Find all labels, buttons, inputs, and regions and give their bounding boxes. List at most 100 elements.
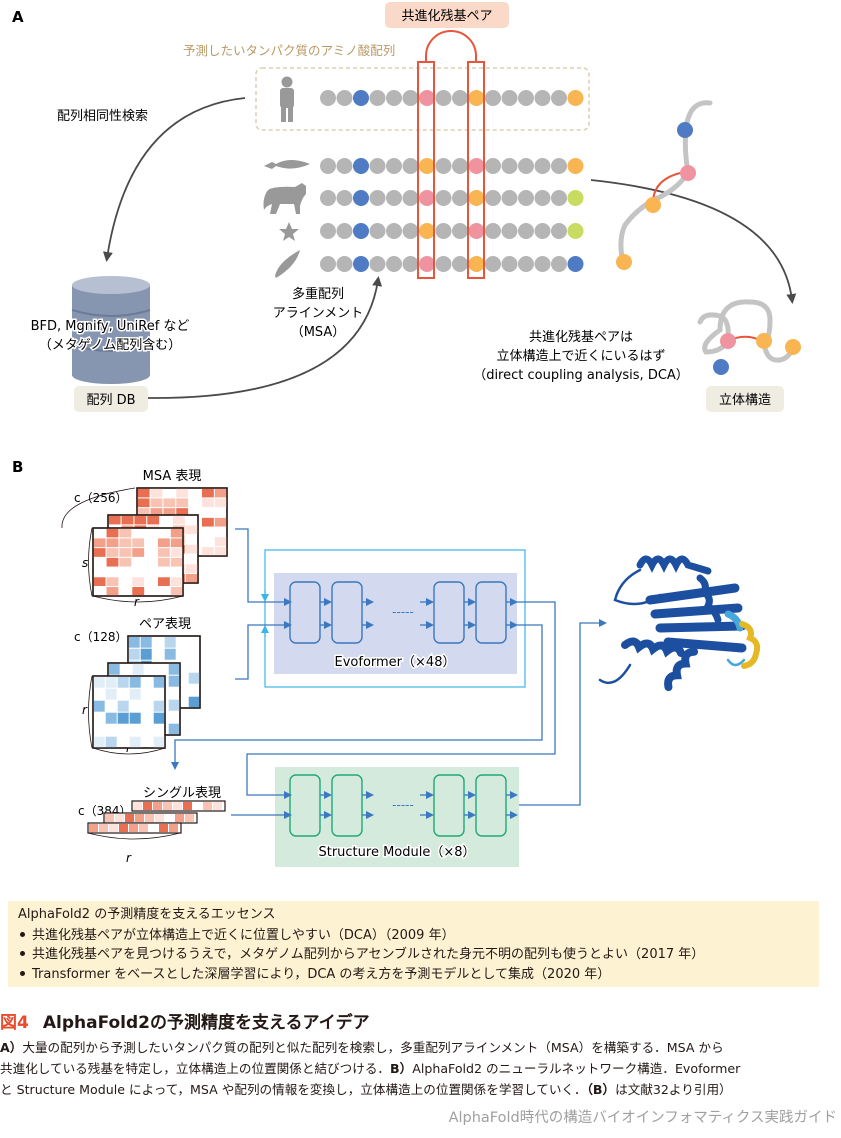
- essence-item-text: 共進化残基ペアを見つけるうえで，メタゲノム配列からアセンブルされた身元不明の配列…: [32, 947, 705, 962]
- matrix-cell: [147, 515, 160, 525]
- residue-starfish: [320, 223, 336, 239]
- matrix-cell: [188, 672, 200, 684]
- homology-search-label: 配列相同性検索: [57, 109, 148, 124]
- matrix-cell: [99, 824, 108, 832]
- residue-human: [419, 90, 435, 106]
- matrix-cell: [134, 515, 147, 525]
- matrix-cell: [139, 824, 148, 832]
- residue-human: [534, 90, 551, 106]
- caption-text: 大量の配列から予測したいタンパク質の配列と似た配列を検索し，多重配列アラインメン…: [22, 1040, 724, 1055]
- matrix-cell: [185, 814, 194, 822]
- matrix-cell: [108, 515, 121, 525]
- matrix-cell: [176, 498, 189, 508]
- matrix-cell: [169, 824, 178, 832]
- residue-leaf: [518, 256, 534, 272]
- matrix-cell: [129, 736, 141, 748]
- coevolving-column-box: [417, 61, 435, 279]
- matrix-cell: [93, 538, 106, 548]
- matrix-cell: [128, 636, 140, 648]
- matrix-cell: [203, 802, 212, 810]
- residue-leaf: [551, 256, 567, 272]
- matrix-cell: [153, 676, 165, 688]
- human-icon: [280, 76, 294, 122]
- evoformer-label: Evoformer（×48）: [335, 655, 456, 670]
- matrix-cell: [93, 676, 105, 688]
- matrix-cell: [201, 517, 214, 527]
- single-repr-title: シングル表現: [143, 786, 221, 801]
- database-description: （メタゲノム配列含む）: [39, 337, 182, 353]
- residue-starfish: [551, 223, 567, 239]
- matrix-cell: [153, 700, 165, 712]
- essence-item: Transformer をベースとした深層学習により，DCA の考え方を予測モデ…: [18, 965, 809, 985]
- matrix-cell: [106, 538, 119, 548]
- residue-human: [551, 90, 567, 106]
- residue-human: [402, 90, 419, 106]
- predicted-protein-structure: [598, 555, 761, 692]
- matrix-cell: [93, 577, 106, 586]
- coevolution-pair-badge-text: 共進化残基ペア: [401, 9, 492, 24]
- folded-structure-diagram: [697, 299, 801, 375]
- caption-text: と Structure Module によって，MSA や配列の情報を変換し，立…: [0, 1082, 587, 1097]
- matrix-cell: [164, 648, 176, 660]
- layer-block: [475, 581, 507, 644]
- matrix-cell: [153, 736, 165, 748]
- matrix-cell: [93, 700, 105, 712]
- matrix-cell: [132, 663, 144, 675]
- structure-badge: 立体構造: [706, 386, 784, 412]
- target-sequence-box: [255, 67, 590, 131]
- leaf-icon: [275, 250, 300, 278]
- caption-part-b-ref: （B）: [586, 1082, 616, 1097]
- residue-cat: [534, 190, 551, 206]
- matrix-cell: [137, 498, 150, 508]
- layer-block: [289, 581, 321, 644]
- matrix-cell: [143, 802, 152, 810]
- matrix-cell: [119, 824, 128, 832]
- essence-title: AlphaFold2 の予測精度を支えるエッセンス: [18, 907, 276, 922]
- matrix-cell: [132, 538, 145, 548]
- matrix-cell: [129, 676, 141, 688]
- cat-icon: [263, 183, 306, 214]
- matrix-cell: [129, 824, 138, 832]
- matrix-cell: [170, 528, 183, 538]
- matrix-cell: [170, 586, 183, 596]
- msa-label: （MSA）: [291, 325, 346, 340]
- matrix-cell: [128, 648, 140, 660]
- evoformer-layers: [289, 581, 518, 644]
- residue-cat: [353, 190, 369, 206]
- matrix-cell: [163, 508, 176, 517]
- essence-item-text: Transformer をベースとした深層学習により，DCA の考え方を予測モデ…: [32, 966, 611, 982]
- msa-representation-stack: [61, 487, 228, 603]
- matrix-cell: [132, 586, 145, 596]
- matrix-cell: [132, 577, 145, 586]
- residue-starfish: [534, 223, 551, 239]
- matrix-cell: [173, 802, 182, 810]
- pair-representation-stack: [88, 635, 201, 755]
- matrix-cell: [214, 517, 227, 527]
- coevolution-pair-badge: 共進化残基ペア: [385, 2, 509, 28]
- residue-leaf: [320, 256, 336, 272]
- residue-starfish: [369, 223, 386, 239]
- matrix-cell: [105, 712, 117, 724]
- residue-fish: [551, 158, 567, 174]
- residue-leaf: [452, 256, 468, 272]
- residue-fish: [369, 158, 386, 174]
- matrix-cell: [105, 688, 117, 700]
- caption-part-b: B）: [390, 1061, 413, 1076]
- residue-leaf: [468, 256, 485, 272]
- residue-fish: [320, 158, 336, 174]
- matrix-cell: [170, 538, 183, 548]
- layer-block: [475, 774, 507, 837]
- matrix-cell: [105, 814, 114, 822]
- residue-leaf: [336, 256, 353, 272]
- panel-a-label: A: [12, 8, 24, 26]
- matrix-cell: [106, 577, 119, 586]
- matrix-cell: [117, 712, 129, 724]
- matrix-cell: [168, 675, 180, 687]
- matrix-cell: [170, 577, 183, 586]
- residue-starfish: [353, 223, 369, 239]
- residue-starfish: [567, 223, 584, 239]
- matrix-cell: [214, 537, 227, 546]
- starfish-icon: [279, 222, 299, 241]
- matrix-cell: [163, 802, 172, 810]
- residue-cat: [567, 190, 584, 206]
